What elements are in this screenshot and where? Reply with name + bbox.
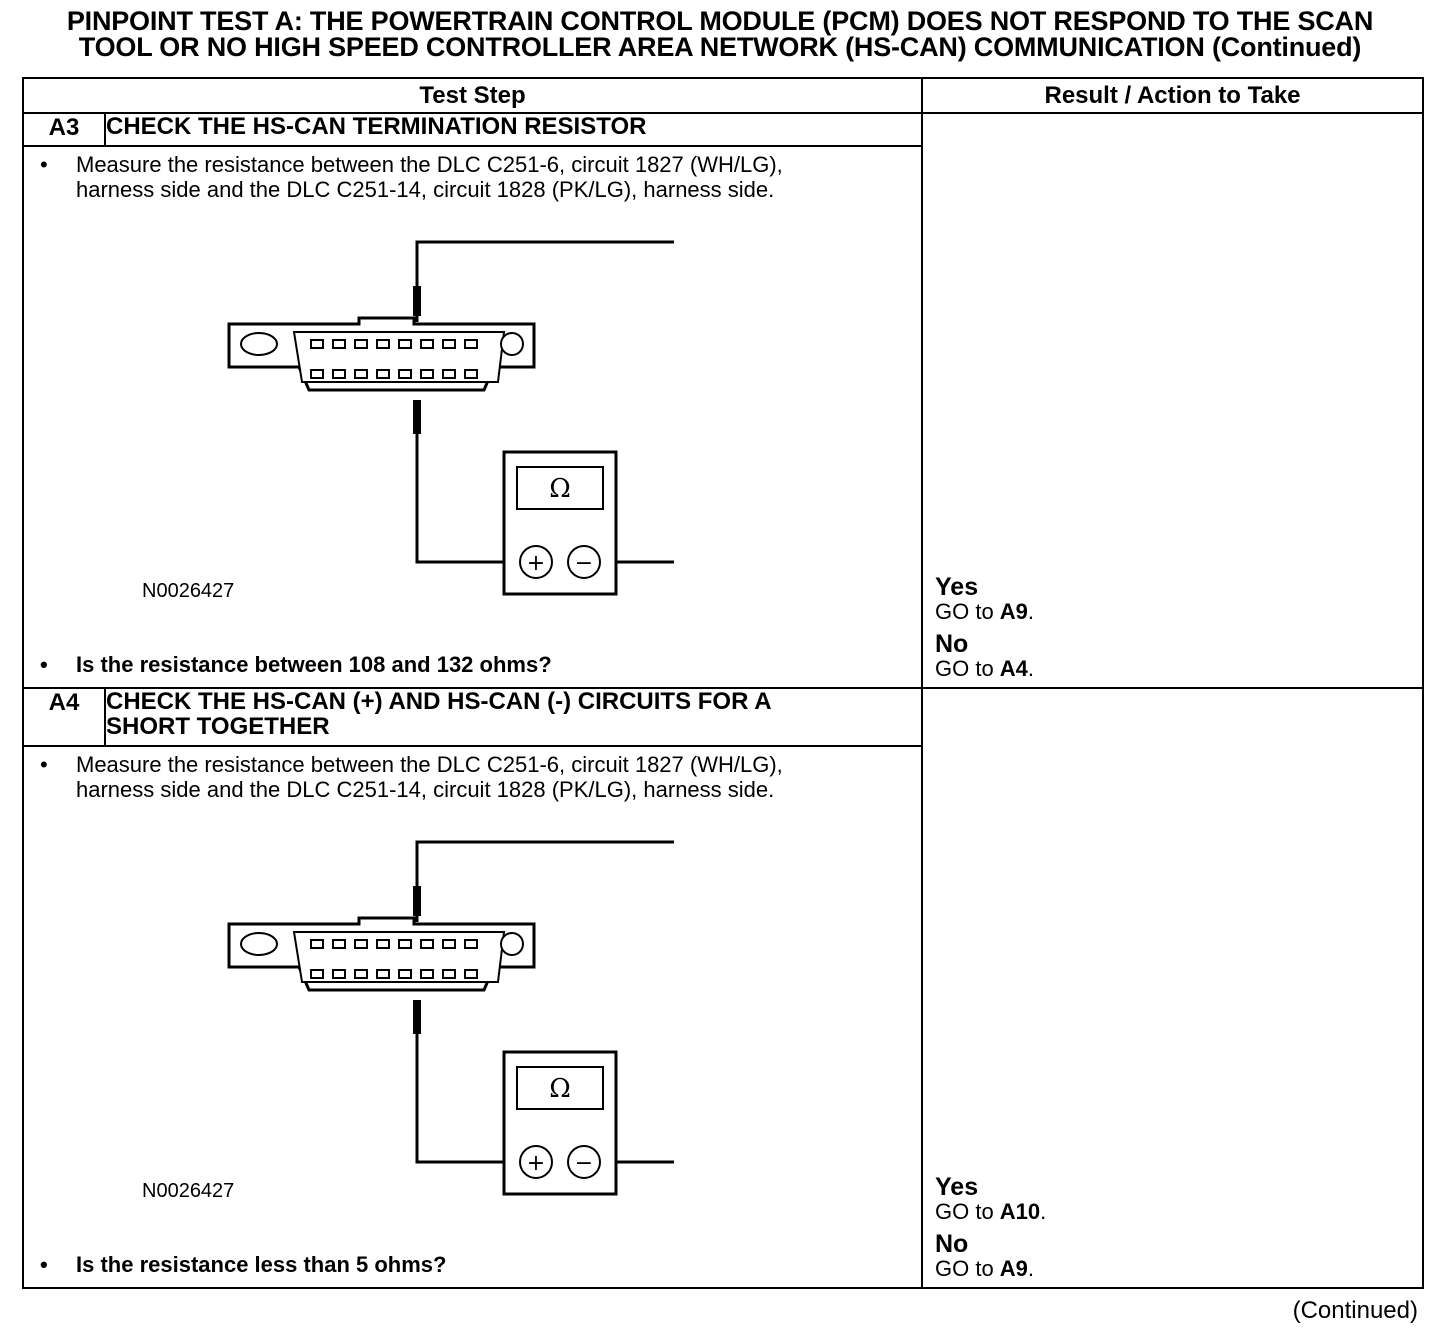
step-body-a3: •Measure the resistance between the DLC … <box>22 145 1423 689</box>
yes-label: Yes <box>935 1173 979 1201</box>
yes-action: GO to A10. <box>935 1199 1047 1224</box>
connector-diagram: Ω + − N0026427 <box>24 802 921 1252</box>
yes-target-link[interactable]: A10 <box>999 1199 1041 1224</box>
figure-id: N0026427 <box>142 1180 235 1202</box>
step-body-a4: •Measure the resistance between the DLC … <box>22 745 1423 1289</box>
header-test-step: Test Step <box>22 77 923 114</box>
plus-symbol: + <box>527 1151 545 1176</box>
minus-symbol: − <box>575 551 593 576</box>
no-target-link[interactable]: A4 <box>999 656 1028 681</box>
step-row-a4: A4 CHECK THE HS-CAN (+) AND HS-CAN (-) C… <box>22 687 1424 1289</box>
step-heading: CHECK THE HS-CAN (+) AND HS-CAN (-) CIRC… <box>104 687 923 747</box>
dlc-ohmmeter-illustration: Ω + − <box>227 240 674 596</box>
instruction-bullet: •Measure the resistance between the DLC … <box>40 752 783 802</box>
result-cell: Yes GO to A9. No GO to A4. <box>921 112 1424 689</box>
figure-id: N0026427 <box>142 580 235 602</box>
step-row-a3: A3 CHECK THE HS-CAN TERMINATION RESISTOR… <box>22 112 1424 689</box>
yes-action: GO to A9. <box>935 599 1035 624</box>
minus-symbol: − <box>575 1151 593 1176</box>
pinpoint-table: Test Step Result / Action to Take A3 CHE… <box>22 77 1424 1289</box>
title-line-2: TOOL OR NO HIGH SPEED CONTROLLER AREA NE… <box>78 32 1362 62</box>
step-heading: CHECK THE HS-CAN TERMINATION RESISTOR <box>104 112 923 147</box>
dlc-ohmmeter-illustration: Ω + − <box>227 840 674 1196</box>
step-body: •Measure the resistance between the DLC … <box>22 145 923 689</box>
title-line-1: PINPOINT TEST A: THE POWERTRAIN CONTROL … <box>66 6 1374 36</box>
instruction-bullet: •Measure the resistance between the DLC … <box>40 152 783 202</box>
plus-symbol: + <box>527 551 545 576</box>
question-bullet: •Is the resistance less than 5 ohms? <box>40 1252 447 1277</box>
ohm-symbol: Ω <box>549 474 571 504</box>
no-action: GO to A9. <box>935 1256 1035 1281</box>
question-bullet: •Is the resistance between 108 and 132 o… <box>40 652 552 677</box>
header-result: Result / Action to Take <box>921 77 1424 114</box>
step-body: •Measure the resistance between the DLC … <box>22 745 923 1289</box>
no-target-link[interactable]: A9 <box>999 1256 1028 1281</box>
no-label: No <box>935 630 969 658</box>
no-action: GO to A4. <box>935 656 1035 681</box>
yes-label: Yes <box>935 573 979 601</box>
step-id: A4 <box>22 687 106 747</box>
no-label: No <box>935 1230 969 1258</box>
header-row: Test Step Result / Action to Take <box>22 77 1424 114</box>
connector-diagram: Ω + − N0026427 <box>24 202 921 652</box>
step-id: A3 <box>22 112 106 147</box>
result-cell: Yes GO to A10. No GO to A9. <box>921 687 1424 1289</box>
continued-label: (Continued) <box>1292 1297 1418 1324</box>
page-title: PINPOINT TEST A: THE POWERTRAIN CONTROL … <box>0 6 1440 62</box>
yes-target-link[interactable]: A9 <box>999 599 1028 624</box>
ohm-symbol: Ω <box>549 1074 571 1104</box>
